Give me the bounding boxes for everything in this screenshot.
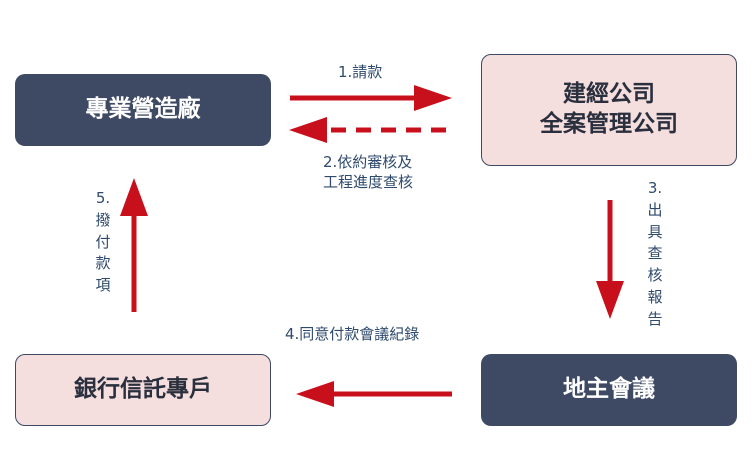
edge-label-disburse-char: 項	[95, 276, 111, 294]
edge-label-disburse-char: 款	[95, 254, 111, 273]
edge-label-report-char: 查	[647, 244, 663, 263]
edge-label-report-char: 告	[647, 309, 663, 328]
node-architect-label-line1: 建經公司	[563, 81, 655, 108]
arrow-review	[289, 117, 446, 143]
node-contractor-label: 專業營造廠	[85, 96, 201, 123]
edge-label-disburse-char: 撥	[95, 210, 111, 229]
edge-label-review-line1: 2.依約審核及	[323, 153, 413, 171]
node-contractor: 專業營造廠	[15, 74, 271, 146]
edge-label-report: 3. 出 具 查 核 報 告	[640, 178, 670, 330]
arrow-request-payment	[290, 85, 452, 111]
arrow-agree	[296, 381, 452, 407]
edge-label-agree: 4.同意付款會議紀錄	[285, 325, 420, 343]
edge-label-report-num: 3.	[647, 179, 663, 197]
edge-label-disburse-num: 5.	[95, 189, 111, 207]
node-architect: 建經公司 全案管理公司	[481, 54, 737, 166]
edge-label-review: 2.依約審核及 工程進度查核	[323, 152, 413, 193]
node-landlord: 地主會議	[481, 354, 737, 426]
edge-label-report-char: 出	[647, 200, 663, 219]
edge-label-disburse: 5. 撥 付 款 項	[88, 188, 118, 297]
edge-label-disburse-char: 付	[95, 232, 111, 251]
arrow-disburse	[120, 178, 148, 312]
arrow-report	[596, 200, 624, 319]
node-bank-label: 銀行信託專戶	[74, 376, 212, 403]
edge-label-report-char: 核	[647, 266, 663, 284]
edge-label-review-line2: 工程進度查核	[323, 173, 414, 192]
node-landlord-label: 地主會議	[563, 376, 655, 403]
edge-label-report-char: 具	[647, 222, 663, 241]
edge-label-report-char: 報	[647, 287, 663, 306]
node-architect-label-line2: 全案管理公司	[540, 111, 678, 137]
node-bank: 銀行信託專戶	[15, 354, 271, 426]
edge-label-request-payment: 1.請款	[338, 63, 383, 81]
